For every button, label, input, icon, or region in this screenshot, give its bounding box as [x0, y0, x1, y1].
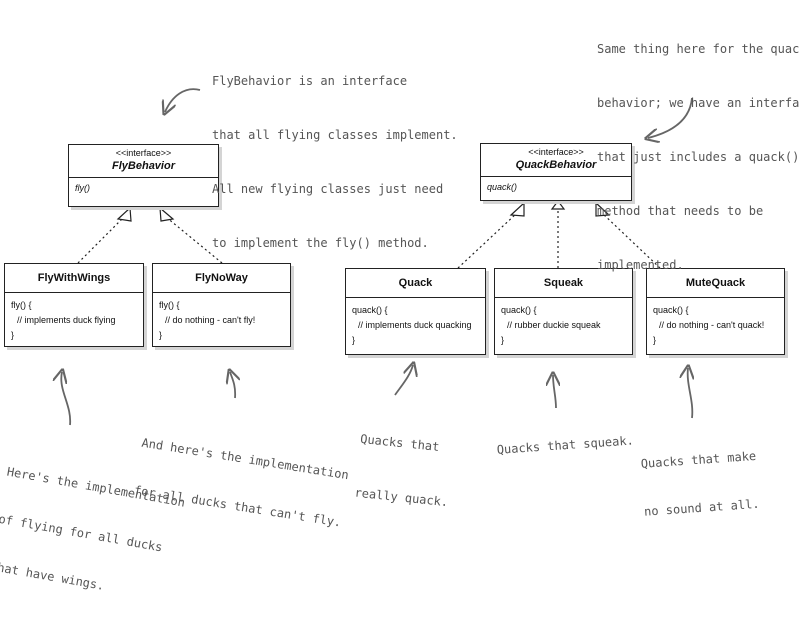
method-comment: // rubber duckie squeak	[507, 320, 601, 330]
method-comment: // do nothing - can't fly!	[165, 315, 256, 325]
method-signature: quack() {	[653, 305, 689, 315]
class-name: Quack	[398, 277, 433, 289]
triangle-quack	[509, 201, 525, 217]
note-line: really quack.	[353, 485, 449, 510]
method-comment: // implements duck flying	[17, 315, 116, 325]
class-header: Quack	[346, 269, 485, 298]
class-header: FlyNoWay	[153, 264, 290, 293]
note-quack: Quacks that really quack.	[352, 394, 459, 529]
quack-class-box: Quack quack() { // implements duck quack…	[345, 268, 486, 355]
method-close: }	[501, 335, 505, 345]
arrow-quack-interface	[648, 97, 693, 138]
note-line: to implement the fly() method.	[212, 236, 429, 250]
method-close: }	[11, 330, 15, 340]
note-line: And here's the implementation	[140, 435, 350, 483]
flybehavior-interface-box: <<interface>> FlyBehavior fly()	[68, 144, 219, 207]
method-close: }	[159, 330, 163, 340]
interface-header: <<interface>> FlyBehavior	[69, 145, 218, 178]
realization-flywithwings	[77, 216, 125, 264]
method-signature: quack() {	[352, 305, 388, 315]
note-line: All new flying classes just need	[212, 182, 444, 196]
interface-name: FlyBehavior	[112, 160, 175, 172]
note-squeak: Quacks that squeak.	[494, 400, 635, 473]
quackbehavior-interface-box: <<interface>> QuackBehavior quack()	[480, 143, 632, 201]
triangle-squeak	[550, 200, 566, 210]
interface-header: <<interface>> QuackBehavior	[481, 144, 631, 177]
class-body: quack() { // rubber duckie squeak }	[495, 298, 632, 353]
note-line: Quacks that squeak.	[496, 433, 635, 457]
method-signature: fly() {	[11, 300, 32, 310]
mutequack-class-box: MuteQuack quack() { // do nothing - can'…	[646, 268, 785, 355]
arrow-quack	[394, 365, 413, 396]
note-line: no sound at all.	[643, 496, 760, 519]
note-line: Same thing here for the quack	[597, 42, 799, 56]
flynoway-class-box: FlyNoWay fly() { // do nothing - can't f…	[152, 263, 291, 347]
flywithwings-class-box: FlyWithWings fly() { // implements duck …	[4, 263, 144, 347]
class-name: FlyWithWings	[37, 272, 111, 284]
stereotype-label: <<interface>>	[528, 147, 584, 157]
interface-name: QuackBehavior	[515, 159, 597, 171]
class-header: FlyWithWings	[5, 264, 143, 293]
note-line: behavior; we have an interface	[597, 96, 799, 110]
class-body: fly() { // do nothing - can't fly! }	[153, 293, 290, 348]
class-body: quack() { // implements duck quacking }	[346, 298, 485, 353]
method-close: }	[352, 335, 356, 345]
note-line: that all flying classes implement.	[212, 128, 458, 142]
class-body: quack() { // do nothing - can't quack! }	[647, 298, 784, 353]
arrow-mutequack	[688, 368, 693, 419]
arrow-flywithwings	[61, 372, 71, 426]
squeak-class-box: Squeak quack() { // rubber duckie squeak…	[494, 268, 633, 355]
class-header: Squeak	[495, 269, 632, 298]
method-signature: fly() {	[159, 300, 180, 310]
note-line: method that needs to be	[597, 204, 764, 218]
realization-flynoway	[165, 216, 223, 264]
note-line: FlyBehavior is an interface	[212, 74, 408, 88]
stereotype-label: <<interface>>	[115, 148, 172, 158]
class-name: Squeak	[543, 277, 584, 289]
connectors-layer	[0, 88, 799, 426]
class-header: MuteQuack	[647, 269, 784, 298]
class-name: FlyNoWay	[195, 272, 248, 284]
arrow-squeak	[553, 375, 556, 409]
method-close: }	[653, 335, 657, 345]
realization-mutequack	[601, 212, 661, 269]
note-fly-interface: FlyBehavior is an interface that all fly…	[212, 36, 458, 270]
note-quack-interface: Same thing here for the quack behavior; …	[597, 4, 799, 292]
note-line: of flying for all ducks	[0, 511, 164, 555]
arrow-fly-interface	[165, 88, 201, 112]
note-line: that have wings.	[0, 559, 106, 593]
triangle-mutequack	[595, 201, 611, 217]
note-mute: Quacks that make no sound at all.	[638, 416, 761, 536]
note-line: Quacks that	[359, 431, 441, 455]
method-comment: // do nothing - can't quack!	[659, 320, 765, 330]
triangle-flywithwings	[116, 206, 132, 222]
note-line: that just includes a quack()	[597, 150, 799, 164]
interface-method: fly()	[75, 183, 90, 193]
triangle-flynoway	[159, 206, 175, 222]
method-signature: quack() {	[501, 305, 537, 315]
note-line: implemented.	[597, 258, 684, 272]
class-body: fly() { // implements duck flying }	[5, 293, 143, 348]
interface-method: quack()	[487, 182, 518, 192]
note-line: Quacks that make	[640, 448, 757, 471]
realization-quack	[457, 212, 518, 269]
class-name: MuteQuack	[685, 277, 746, 289]
method-comment: // implements duck quacking	[358, 320, 472, 330]
arrow-flynoway	[230, 372, 235, 399]
